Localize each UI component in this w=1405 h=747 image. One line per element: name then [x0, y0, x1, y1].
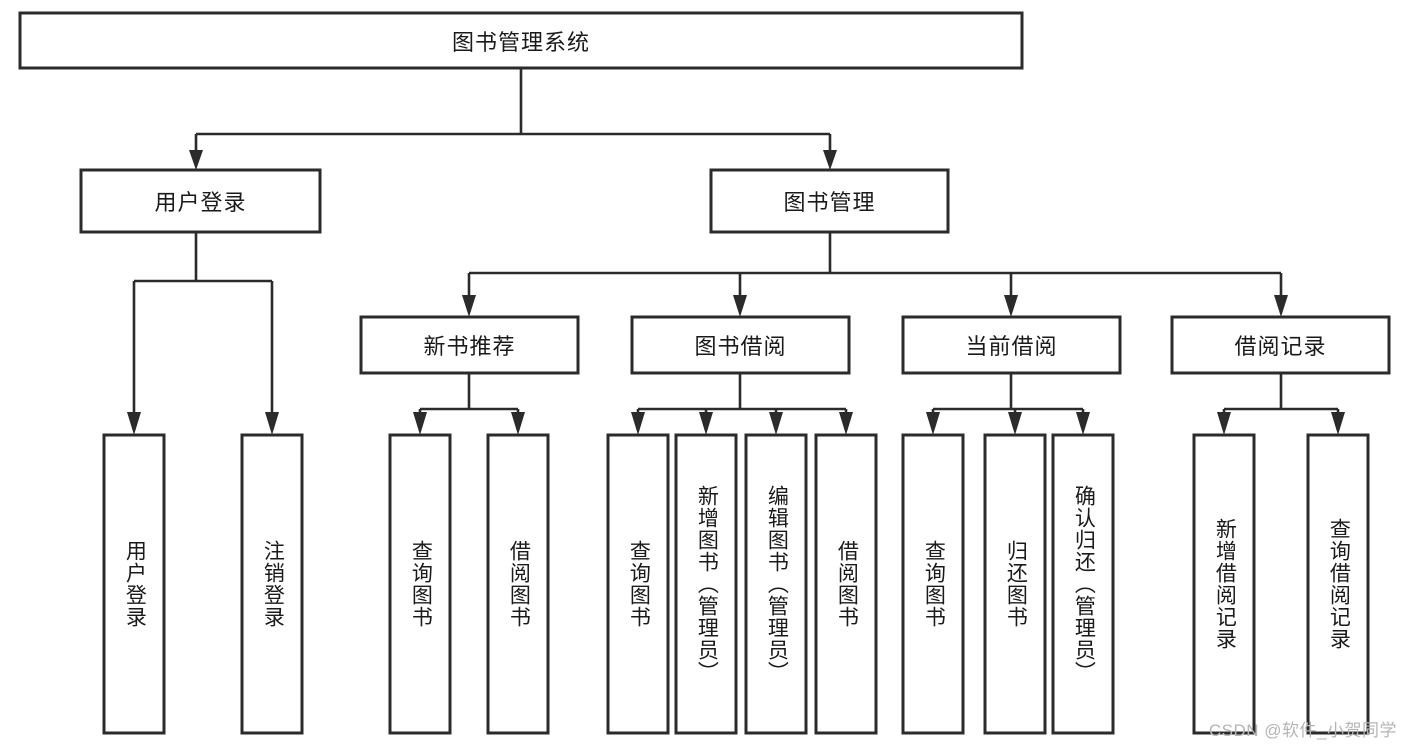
arrowhead-book-borrow	[733, 295, 747, 317]
connector-group-borrow-record	[1217, 373, 1345, 435]
arrowhead-leaf-edit-book	[769, 412, 783, 435]
node-box-leaf-user-login[interactable]	[102, 433, 166, 735]
arrowhead-leaf-query-book-2	[631, 412, 645, 435]
node-box-leaf-borrow-book-2[interactable]	[814, 433, 878, 735]
node-box-book-borrow[interactable]	[630, 315, 851, 375]
arrowhead-leaf-add-book	[699, 412, 713, 435]
arrowhead-current-borrow	[1004, 295, 1018, 317]
arrowhead-borrow-record	[1274, 295, 1288, 317]
connector-group-book-borrow	[631, 373, 853, 435]
arrowhead-bookmgmt	[823, 150, 837, 170]
node-box-current-borrow[interactable]	[901, 315, 1122, 375]
node-box-leaf-add-book[interactable]	[674, 433, 738, 735]
arrowhead-leaf-borrow-book-1	[511, 412, 525, 435]
connector-group-current-borrow	[926, 373, 1090, 435]
node-box-new-book-recommend[interactable]	[359, 315, 580, 375]
arrowhead-leaf-confirm-return	[1076, 412, 1090, 435]
arrowhead-leaf-logout-login	[265, 412, 279, 435]
arrowhead-leaf-query-book-3	[926, 412, 940, 435]
node-box-leaf-borrow-book-1[interactable]	[486, 433, 550, 735]
node-box-leaf-query-book-2[interactable]	[606, 433, 670, 735]
node-box-user-login[interactable]	[79, 168, 322, 234]
arrowhead-new-book-recommend	[462, 295, 476, 317]
arrowhead-leaf-add-borrow-record	[1217, 412, 1231, 435]
arrowhead-leaf-return-book	[1008, 412, 1022, 435]
node-box-leaf-query-book-1[interactable]	[388, 433, 452, 735]
connector-group-userlogin	[127, 232, 279, 435]
arrowhead-leaf-query-book-1	[413, 412, 427, 435]
watermark-text: CSDN @软件_小贺同学	[1208, 721, 1397, 740]
node-box-borrow-record[interactable]	[1170, 315, 1391, 375]
arrowhead-leaf-query-borrow-record	[1331, 412, 1345, 435]
connector-group-new-book-recommend	[413, 373, 525, 435]
arrowhead-userlogin	[189, 150, 203, 170]
connector-group-bookmgmt	[462, 232, 1288, 317]
node-box-leaf-edit-book[interactable]	[744, 433, 808, 735]
node-box-leaf-confirm-return[interactable]	[1051, 433, 1115, 735]
node-box-root[interactable]	[18, 11, 1024, 70]
node-box-leaf-query-book-3[interactable]	[901, 433, 965, 735]
node-box-leaf-return-book[interactable]	[983, 433, 1047, 735]
arrowhead-leaf-borrow-book-2	[839, 412, 853, 435]
node-box-leaf-query-borrow-record[interactable]	[1306, 433, 1370, 735]
node-box-leaf-add-borrow-record[interactable]	[1192, 433, 1256, 735]
node-box-book-management[interactable]	[709, 168, 950, 234]
arrowhead-leaf-user-login	[127, 412, 141, 435]
node-box-leaf-logout-login[interactable]	[240, 433, 304, 735]
connector-group-root	[189, 68, 837, 170]
